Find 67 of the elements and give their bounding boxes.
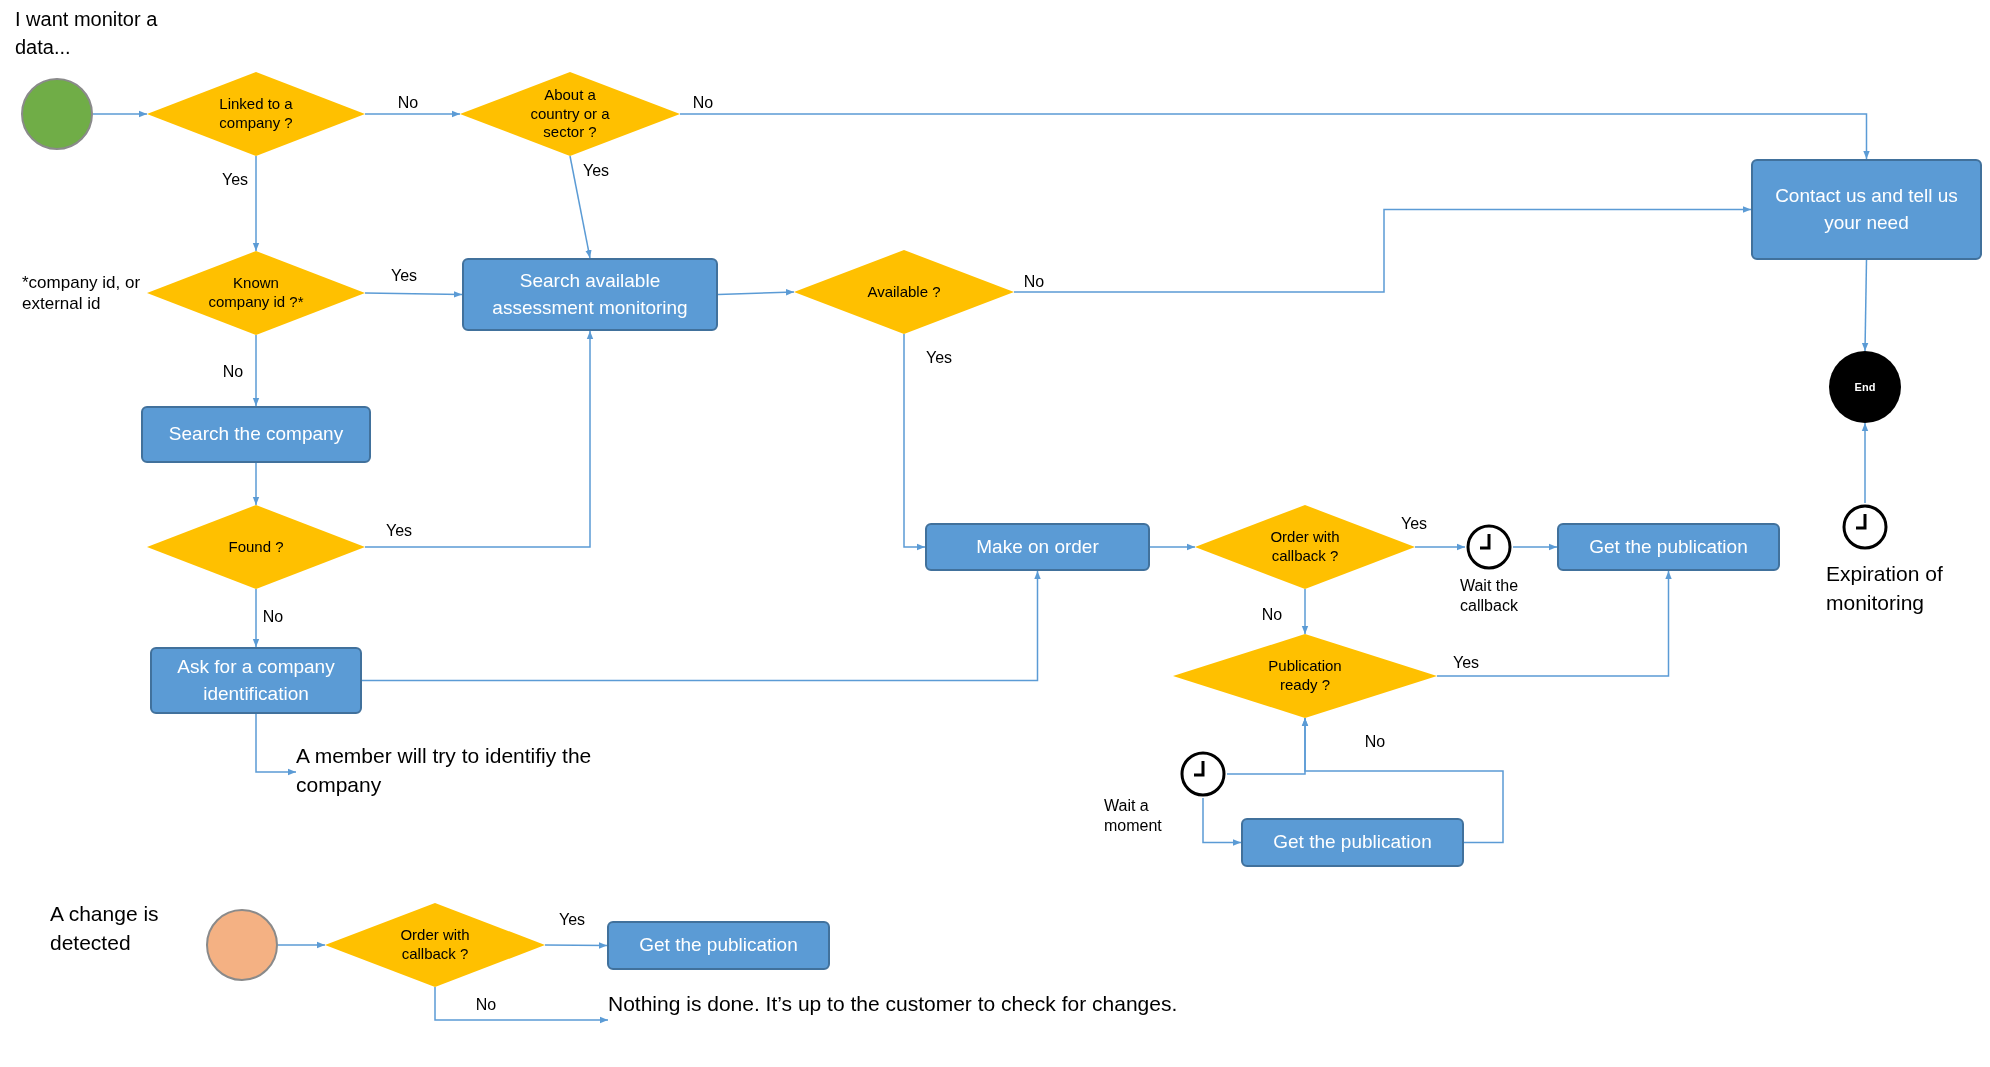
connector-arrow <box>1149 543 1196 551</box>
edge-label: Yes <box>556 912 588 928</box>
process-text: Get the publication <box>639 933 798 958</box>
decision-text: Available ? <box>866 282 942 302</box>
node-caption: Wait a moment <box>1104 796 1163 836</box>
connector-arrow <box>679 113 1870 160</box>
node-caption: A change is detected <box>50 901 160 956</box>
connector-arrow <box>364 291 463 298</box>
connector-arrow <box>255 713 297 776</box>
process-text: Contact us and tell us your need <box>1774 184 1959 235</box>
connector-arrow <box>252 334 260 407</box>
node-caption: Wait the callback <box>1458 576 1520 616</box>
connector-arrow <box>1301 588 1309 635</box>
connector-arrow <box>252 462 260 506</box>
process-box <box>141 406 371 463</box>
decision-text: Order with callback ? <box>1269 528 1341 566</box>
edge-label: Yes <box>923 350 955 366</box>
decision-text: Publication ready ? <box>1267 657 1343 695</box>
connector-arrow <box>1512 543 1558 551</box>
connector-arrow <box>1436 570 1672 677</box>
connector-arrow <box>361 570 1041 682</box>
edge-label: Yes <box>388 268 420 284</box>
connector-arrow <box>1013 206 1752 293</box>
connector-arrow <box>903 333 926 551</box>
process-text: Get the publication <box>1589 534 1748 559</box>
connector-arrow <box>364 110 461 118</box>
process-box <box>1557 523 1780 571</box>
decision-text: Linked to a company ? <box>218 95 294 133</box>
connector-arrow <box>1414 543 1466 551</box>
connector-arrow <box>1226 717 1309 775</box>
edge-label: Yes <box>1398 516 1430 532</box>
decision-text: About a country or a sector ? <box>529 85 611 143</box>
connector-arrow <box>717 289 795 296</box>
connector-arrow <box>434 986 609 1024</box>
connector-arrow <box>1861 259 1869 352</box>
decision-text: Order with callback ? <box>399 926 471 964</box>
edge-label: Yes <box>580 163 612 179</box>
connector-arrow <box>1861 422 1869 504</box>
process-text: Search available assessment monitoring <box>491 269 689 320</box>
connector-arrow <box>544 942 608 949</box>
connector-arrow <box>1202 797 1242 846</box>
edge-label: Yes <box>219 172 251 188</box>
process-box <box>150 647 362 714</box>
note-text: A member will try to identifiy the company <box>296 743 593 798</box>
process-text: Get the publication <box>1273 830 1432 855</box>
process-box <box>1241 818 1464 867</box>
note-text: Nothing is done. It’s up to the customer to check for changes. <box>608 991 1179 1017</box>
node-caption: *company id, or external id <box>22 272 142 315</box>
node-caption: I want monitor a data... <box>15 7 159 60</box>
connector-arrow <box>252 155 260 252</box>
node-caption: Expiration of monitoring <box>1826 561 1944 616</box>
process-text: Make on order <box>976 534 1099 559</box>
decision-text: Known company id ?* <box>207 274 305 312</box>
edge-label: Yes <box>383 523 415 539</box>
connector-arrow <box>277 941 326 949</box>
process-text: Search the company <box>168 422 344 447</box>
connector-arrow <box>569 155 592 259</box>
edge-label: Yes <box>1450 655 1482 671</box>
process-text: Ask for a company identification <box>176 655 336 706</box>
connector-arrow <box>92 110 148 118</box>
process-box <box>1751 159 1982 260</box>
process-box <box>607 921 830 970</box>
connector-arrow <box>364 330 594 548</box>
process-box <box>925 523 1150 571</box>
process-box <box>462 258 718 331</box>
connector-arrow <box>252 588 260 648</box>
decision-text: Found ? <box>227 537 285 557</box>
